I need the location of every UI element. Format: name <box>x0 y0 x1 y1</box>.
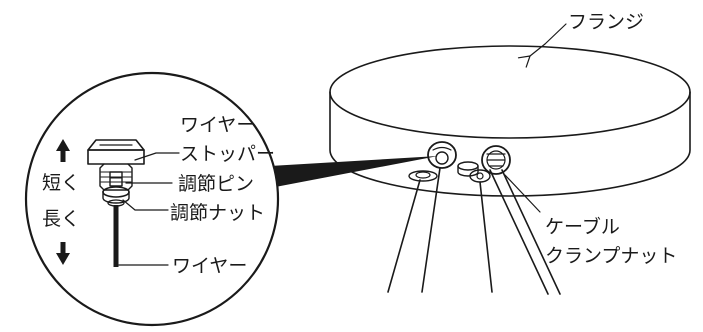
flange-underside-parts <box>408 141 511 183</box>
arrow-up-icon <box>56 139 70 162</box>
cable-clamp-nut-label-line2: クランプナット <box>545 245 677 267</box>
flange-label: フランジ <box>568 11 644 33</box>
arrow-down-icon <box>56 242 70 265</box>
wire-drawing <box>113 205 119 267</box>
shorter-label: 短く <box>42 172 80 194</box>
adjust-pin-drawing <box>109 171 123 187</box>
adjust-nut-drawing <box>102 186 130 207</box>
longer-label: 長く <box>42 208 80 230</box>
magnifier-pointer <box>270 156 438 188</box>
flange <box>329 45 691 197</box>
adjust-pin-label: 調節ピン <box>178 173 254 195</box>
adjust-nut-label: 調節ナット <box>170 202 265 224</box>
cable-clamp-nut-label-line1: ケーブル <box>545 215 620 238</box>
detail-leader-lines <box>118 152 180 266</box>
wire-stopper-label-line2: ストッパー <box>180 143 275 165</box>
outer-leader-lines <box>504 23 567 213</box>
detail-circle <box>24 71 280 327</box>
wire-stopper-label-line1: ワイヤー <box>180 114 255 136</box>
wire-label: ワイヤー <box>172 255 247 277</box>
hanging-wires <box>387 167 561 295</box>
